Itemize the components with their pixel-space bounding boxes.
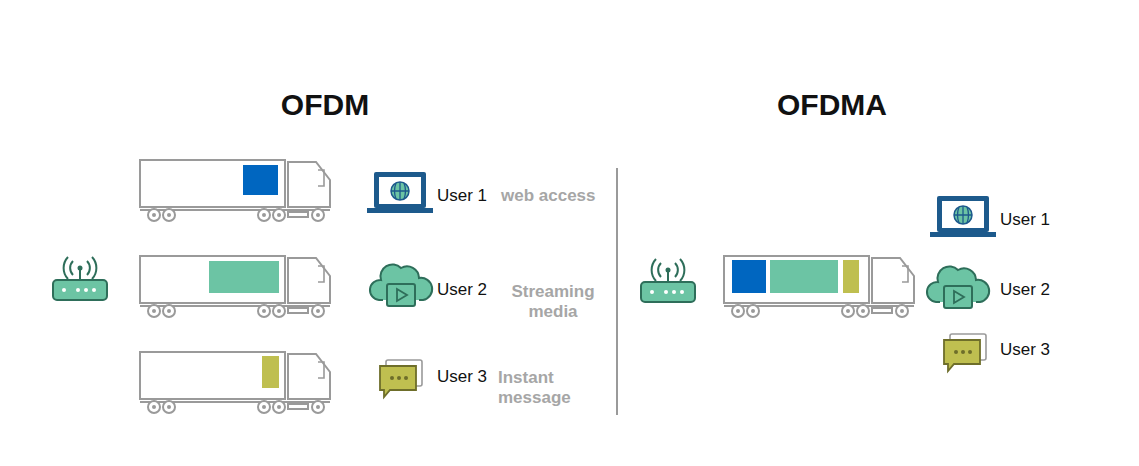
user-label: User 3 (437, 367, 487, 387)
user-label: User 1 (1000, 210, 1050, 230)
user-label: User 1 (437, 186, 487, 206)
user-label: User 2 (1000, 280, 1050, 300)
user-label: User 3 (1000, 340, 1050, 360)
panel-heading: OFDM (281, 87, 369, 123)
traffic-label: web access (501, 186, 621, 206)
user-label: User 2 (437, 280, 487, 300)
panel-heading: OFDMA (777, 87, 887, 123)
traffic-label: Instant message (498, 368, 588, 409)
traffic-label: Streaming media (498, 282, 608, 323)
